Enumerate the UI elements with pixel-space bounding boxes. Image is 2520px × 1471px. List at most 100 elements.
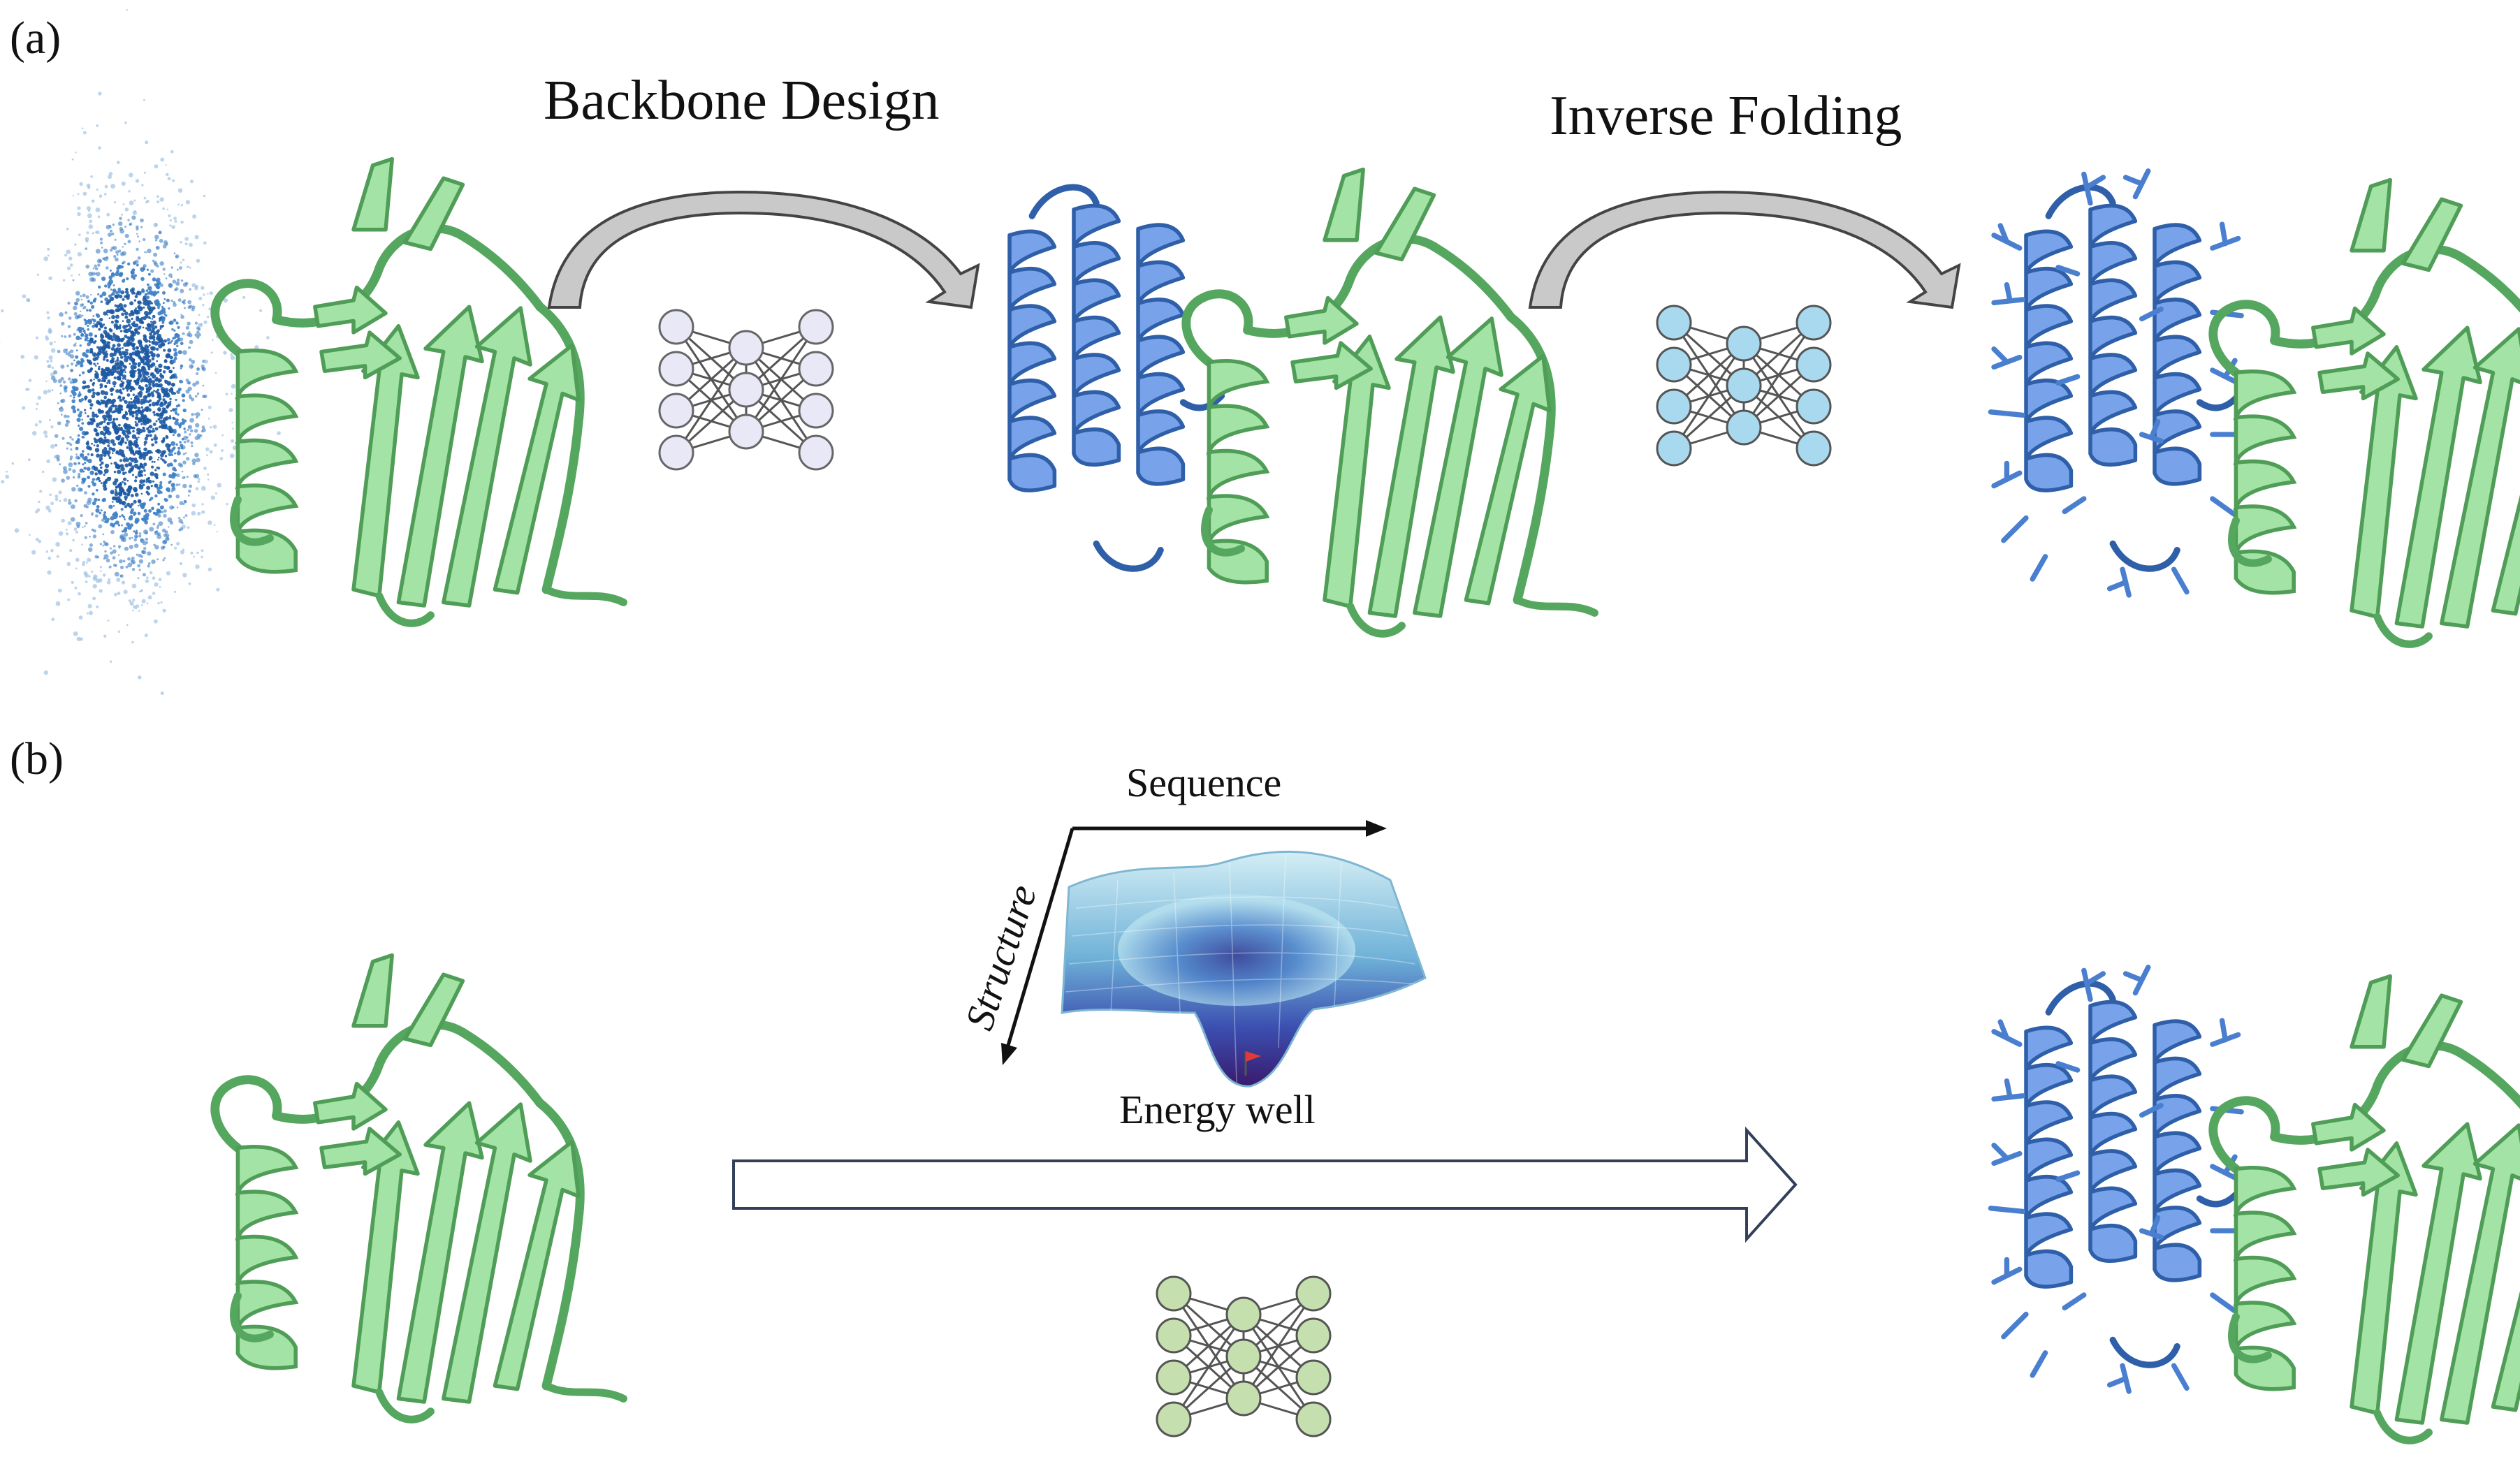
noise-dot: [183, 427, 186, 430]
noise-dot: [124, 233, 129, 238]
noise-dot: [136, 529, 138, 532]
noise-dot: [110, 293, 114, 296]
noise-dot: [132, 393, 135, 396]
noise-dot: [92, 414, 96, 418]
noise-dot: [189, 242, 193, 247]
noise-dot: [145, 371, 150, 376]
noise-dot: [144, 293, 147, 296]
noise-dot: [164, 455, 168, 458]
noise-dot: [195, 487, 199, 491]
noise-dot: [110, 551, 113, 555]
noise-dot: [134, 323, 139, 328]
noise-dot: [159, 261, 164, 266]
noise-dot: [125, 295, 129, 298]
noise-dot: [67, 353, 71, 357]
noise-dot: [103, 468, 109, 474]
noise-dot: [133, 299, 137, 302]
noise-dot: [136, 317, 140, 322]
noise-dot: [122, 203, 125, 205]
noise-dot: [65, 352, 68, 356]
noise-dot: [84, 462, 87, 464]
noise-dot: [78, 592, 81, 596]
noise-dot: [182, 408, 187, 413]
noise-dot: [111, 411, 114, 414]
noise-dot: [130, 397, 133, 400]
noise-dot: [195, 564, 200, 569]
noise-dot: [143, 99, 145, 101]
noise-dot: [105, 558, 110, 563]
noise-dot: [88, 446, 92, 451]
noise-dot: [150, 363, 154, 367]
noise-dot: [159, 585, 161, 588]
noise-dot: [95, 508, 100, 513]
noise-dot: [64, 414, 68, 418]
noise-dot: [50, 444, 55, 449]
noise-dot: [85, 240, 89, 243]
noise-dot: [80, 364, 84, 367]
noise-dot: [133, 321, 136, 323]
noise-dot: [117, 357, 119, 360]
noise-dot: [177, 278, 180, 281]
protein-ribbon-green-icon: [215, 159, 624, 624]
noise-dot: [96, 189, 99, 191]
noise-dot: [63, 497, 68, 502]
noise-dot: [120, 265, 124, 269]
noise-dot: [71, 487, 76, 492]
noise-dot: [172, 179, 175, 182]
noise-dot: [87, 421, 92, 425]
noise-dot: [189, 266, 191, 269]
noise-dot: [191, 413, 194, 416]
noise-dot: [232, 446, 237, 451]
noise-dot: [134, 492, 139, 497]
noise-dot: [225, 393, 228, 396]
noise-dot: [75, 521, 81, 527]
noise-dot: [166, 393, 170, 398]
noise-dot: [203, 241, 207, 245]
noise-dot: [99, 317, 103, 322]
noise-dot: [133, 199, 136, 202]
inverse-folding-title: Inverse Folding: [1550, 85, 1902, 147]
noise-dot: [82, 191, 87, 196]
noise-dot: [27, 388, 30, 390]
noise-dot: [103, 358, 105, 361]
noise-dot: [156, 285, 161, 290]
noise-dot: [173, 352, 178, 357]
noise-dot: [115, 257, 119, 262]
noise-dot: [143, 529, 148, 534]
noise-dot: [94, 429, 98, 432]
noise-dot: [85, 505, 89, 508]
noise-dot: [207, 567, 212, 571]
noise-dot: [122, 325, 127, 330]
noise-dot: [114, 592, 117, 597]
noise-dot: [86, 206, 91, 211]
noise-dot: [131, 536, 133, 539]
noise-dot: [137, 326, 141, 330]
noise-dot: [147, 327, 152, 332]
noise-dot: [180, 203, 184, 207]
noise-dot: [31, 550, 36, 555]
noise-dot: [139, 502, 144, 508]
noise-dot: [180, 364, 184, 368]
noise-dot: [162, 268, 166, 271]
noise-dot: [183, 499, 187, 504]
noise-dot: [106, 314, 108, 316]
noise-dot: [91, 394, 96, 399]
noise-dot: [96, 321, 101, 325]
noise-dot: [102, 257, 105, 261]
noise-dot: [69, 395, 72, 397]
noise-dot: [177, 446, 181, 450]
noise-dot: [99, 194, 103, 198]
noise-dot: [121, 450, 124, 453]
noise-dot: [94, 264, 97, 268]
noise-dot: [145, 379, 147, 382]
noise-dot: [143, 469, 146, 472]
noise-dot: [119, 440, 124, 444]
noise-dot: [108, 309, 114, 314]
noise-dot: [155, 347, 159, 351]
noise-dot: [95, 313, 99, 317]
noise-dot: [180, 342, 184, 346]
noise-dot: [153, 430, 156, 432]
noise-dot: [84, 536, 87, 539]
noise-dot: [130, 494, 134, 497]
noise-dot: [143, 196, 147, 200]
